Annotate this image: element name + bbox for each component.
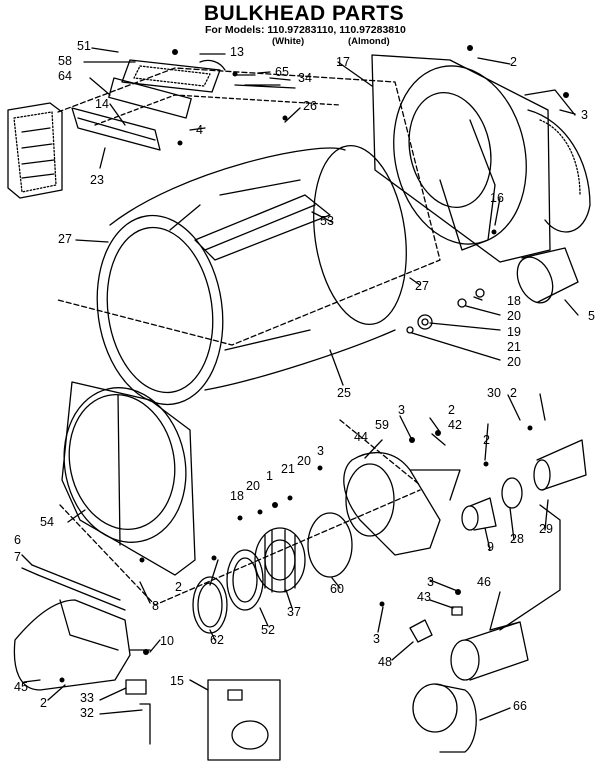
callout-44: 44	[354, 430, 368, 444]
callout-20-mid-b: 20	[297, 454, 311, 468]
callout-10: 10	[160, 634, 174, 648]
callout-8: 8	[152, 599, 159, 613]
callout-28: 28	[510, 532, 524, 546]
parts-kit-box	[207, 679, 281, 761]
callout-2-bottom: 2	[40, 696, 47, 710]
vent-elbow	[412, 683, 477, 753]
callout-1: 1	[266, 469, 273, 483]
top-grille	[121, 59, 226, 93]
callout-2-top: 2	[510, 55, 517, 69]
callout-34: 34	[298, 71, 312, 85]
blower-housing	[343, 451, 461, 556]
front-bulkhead	[61, 381, 196, 576]
callout-3-center: 3	[317, 444, 324, 458]
callout-17: 17	[336, 55, 350, 69]
toe-panel	[13, 599, 131, 691]
callout-5: 5	[588, 309, 595, 323]
callout-30: 30	[487, 386, 501, 400]
callout-20-right-a: 20	[507, 309, 521, 323]
callout-19: 19	[507, 325, 521, 339]
callout-43: 43	[417, 590, 431, 604]
callout-3-lower-b: 3	[373, 632, 380, 646]
callout-27-right: 27	[415, 279, 429, 293]
callout-18-right: 18	[507, 294, 521, 308]
drum	[96, 145, 407, 406]
callout-7: 7	[14, 550, 21, 564]
variant-white-label: (White)	[272, 36, 305, 47]
callout-16: 16	[490, 191, 504, 205]
callout-6: 6	[14, 533, 21, 547]
callout-65: 65	[275, 65, 289, 79]
callout-51: 51	[77, 39, 91, 53]
callout-45: 45	[14, 680, 28, 694]
callout-23: 23	[90, 173, 104, 187]
callout-2-mid-b: 2	[483, 433, 490, 447]
top-panel-outline	[57, 67, 441, 346]
callout-37: 37	[287, 605, 301, 619]
callout-3-mid: 3	[398, 403, 405, 417]
callout-13: 13	[230, 45, 244, 59]
callout-48: 48	[378, 655, 392, 669]
model-numbers: For Models: 110.97283110, 110.97283810	[205, 24, 406, 36]
callout-21-right: 21	[507, 340, 521, 354]
lint-housing	[71, 77, 192, 151]
callout-18-mid: 18	[230, 489, 244, 503]
callout-66: 66	[513, 699, 527, 713]
callout-2-lower: 2	[175, 580, 182, 594]
callout-20-right-b: 20	[507, 355, 521, 369]
exhaust-duct	[516, 247, 579, 304]
callout-46: 46	[477, 575, 491, 589]
callout-25: 25	[337, 386, 351, 400]
callout-52: 52	[261, 623, 275, 637]
callout-2-mid-c: 2	[510, 386, 517, 400]
callout-62: 62	[210, 633, 224, 647]
callout-4: 4	[196, 123, 203, 137]
callout-20-mid-a: 20	[246, 479, 260, 493]
blower-wheel	[254, 527, 306, 593]
vent-pipe	[450, 621, 529, 681]
callout-14: 14	[95, 97, 109, 111]
callout-26: 26	[303, 99, 317, 113]
callout-58: 58	[58, 54, 72, 68]
callout-60: 60	[330, 582, 344, 596]
callout-9: 9	[487, 540, 494, 554]
callout-29: 29	[539, 522, 553, 536]
callout-27-left: 27	[58, 232, 72, 246]
rear-bulkhead	[371, 54, 591, 263]
callout-32: 32	[80, 706, 94, 720]
callout-33: 33	[80, 691, 94, 705]
variant-almond-label: (Almond)	[348, 36, 390, 47]
callout-54: 54	[40, 515, 54, 529]
page-title: BULKHEAD PARTS	[203, 2, 405, 25]
callout-42: 42	[448, 418, 462, 432]
callout-3-top: 3	[581, 108, 588, 122]
callout-64: 64	[58, 69, 72, 83]
lint-filter	[7, 102, 63, 199]
callout-21-mid: 21	[281, 462, 295, 476]
callout-59: 59	[375, 418, 389, 432]
callout-3-lower-a: 3	[427, 575, 434, 589]
callout-2-mid-a: 2	[448, 403, 455, 417]
callout-15: 15	[170, 674, 184, 688]
callout-53: 53	[320, 214, 334, 228]
